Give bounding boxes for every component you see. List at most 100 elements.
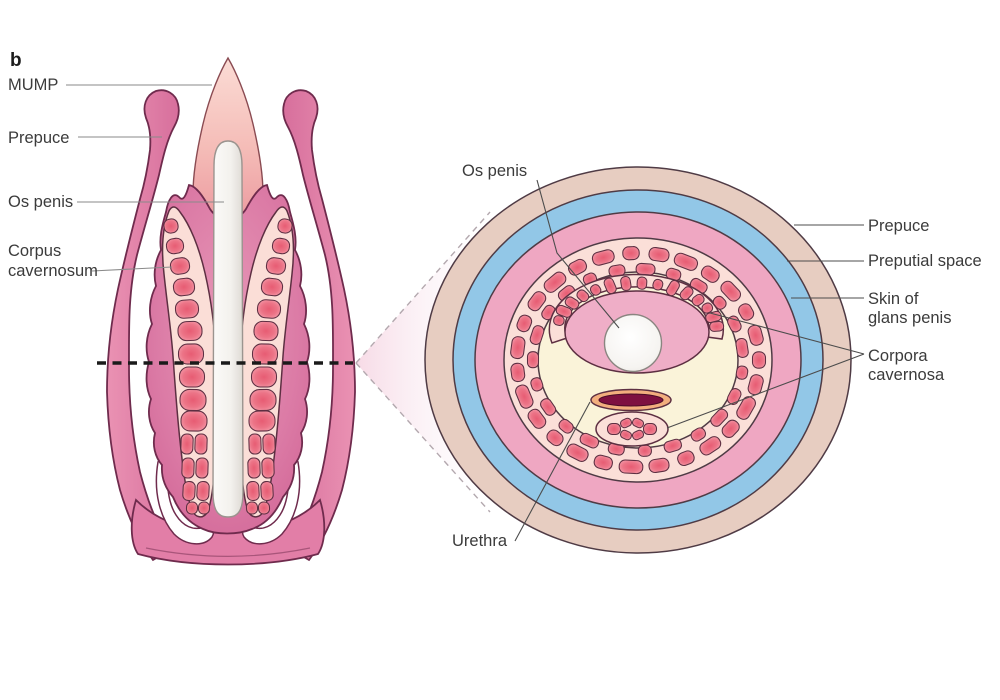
cavernous-tissue-blob bbox=[709, 320, 725, 332]
cavernous-tissue-blob bbox=[591, 249, 615, 266]
cavernous-tissue-blob bbox=[197, 501, 211, 515]
cavernous-tissue-blob bbox=[510, 362, 526, 383]
corpora-crescent-tissue bbox=[553, 275, 725, 332]
label-os-penis-cross: Os penis bbox=[462, 162, 527, 180]
cavernous-tissue-blob bbox=[618, 459, 644, 475]
cavernous-tissue-blob bbox=[631, 429, 645, 441]
label-corpora-cavernosa-2: cavernosa bbox=[868, 366, 945, 384]
cavernous-tissue-blob bbox=[248, 433, 262, 455]
cavernous-tissue-blob bbox=[248, 410, 276, 432]
magnifier-edge-top bbox=[355, 211, 491, 364]
label-corpora-cavernosa-1: Corpora bbox=[868, 347, 928, 365]
cavernous-tissue-blob bbox=[635, 262, 656, 276]
cavernous-tissue-blob bbox=[247, 457, 261, 479]
cavernous-tissue-blob bbox=[631, 417, 645, 429]
cross-section-figure bbox=[424, 166, 852, 554]
cavernous-tissue-blob bbox=[636, 276, 648, 290]
cavernous-tissue-blob bbox=[250, 366, 278, 388]
cavernous-tissue-blob bbox=[603, 277, 617, 295]
cavernous-tissue-blob bbox=[665, 280, 680, 297]
leader-lines bbox=[66, 84, 865, 542]
cavernous-tissue-blob bbox=[690, 427, 707, 442]
cavernous-tissue-blob bbox=[516, 314, 533, 333]
cavernous-tissue-blob bbox=[177, 320, 203, 342]
cavernous-tissue-blob bbox=[174, 299, 200, 319]
cavernous-tissue-blob bbox=[257, 501, 271, 515]
cavernous-tissue-blob bbox=[606, 422, 622, 436]
cavernous-tissue-blob bbox=[699, 436, 722, 456]
cavernous-tissue-blob bbox=[700, 265, 720, 283]
cavernous-tissue-blob bbox=[527, 291, 547, 312]
cavernous-tissue-blob bbox=[515, 384, 534, 409]
cavernous-tissue-blob bbox=[648, 246, 670, 263]
cavernous-tissue-blob bbox=[543, 271, 567, 293]
label-prepuce-left: Prepuce bbox=[8, 129, 69, 147]
cavernous-tissue-blob bbox=[196, 480, 210, 502]
cavernous-tissue-blob bbox=[566, 443, 589, 462]
cavernous-tissue-blob bbox=[673, 252, 699, 271]
cavernous-tissue-blob bbox=[720, 280, 742, 302]
cavernous-tissue-blob bbox=[576, 289, 590, 303]
cavernous-tissue-blob bbox=[510, 336, 526, 360]
leader-urethra bbox=[514, 401, 591, 542]
cavernous-tissue-blob bbox=[619, 417, 633, 429]
cavernous-tissue-blob bbox=[735, 365, 749, 380]
cavernous-tissue-blob bbox=[253, 320, 279, 342]
corpus-cavernosum-urethrae bbox=[595, 411, 669, 447]
labels: b MUMP Prepuce Os penis Corpus cavernosu… bbox=[8, 50, 982, 550]
cavernous-tissue-blob bbox=[652, 278, 664, 291]
cavernous-tissue-blob bbox=[163, 218, 179, 234]
cavernous-tissue-blob bbox=[555, 304, 573, 318]
cavernous-tissue-blob bbox=[181, 457, 195, 479]
cavernous-tissue-blob bbox=[747, 374, 764, 396]
cavernous-tissue-blob bbox=[277, 218, 293, 234]
leader-corpus-cavernosum bbox=[91, 266, 173, 272]
cavernous-tissue-blob bbox=[271, 237, 291, 255]
longitudinal-section-figure bbox=[97, 56, 356, 566]
cavernous-tissue-blob bbox=[620, 275, 632, 291]
cavernous-tissue-blob bbox=[251, 343, 279, 365]
cavernous-tissue-blob bbox=[245, 501, 259, 515]
cavernous-tissue-blob bbox=[246, 480, 260, 502]
cavernous-tissue-blob bbox=[262, 433, 276, 455]
cavernous-tissue-blob bbox=[256, 299, 282, 319]
cavernous-tissue-blob bbox=[194, 433, 208, 455]
cavernous-tissue-blob bbox=[177, 343, 205, 365]
leader-os-penis-cross bbox=[536, 179, 620, 329]
cavernous-tissue-blob bbox=[178, 366, 206, 388]
label-skin-of-glans-1: Skin of bbox=[868, 290, 919, 308]
cavernous-tissue-blob bbox=[721, 419, 740, 438]
cavernous-tissue-blob bbox=[593, 454, 613, 471]
cavernous-tissue-blob bbox=[179, 388, 207, 412]
cavernous-tissue-blob bbox=[619, 429, 633, 441]
cavernous-tissue-blob bbox=[663, 438, 683, 453]
leader-corpora-upper bbox=[709, 312, 865, 355]
cavernous-tissue-blob bbox=[738, 303, 755, 321]
cavernous-tissue-blob bbox=[182, 480, 196, 502]
cavernous-tissue-blob bbox=[265, 257, 287, 275]
cavernous-tissue-blob bbox=[546, 429, 564, 447]
cavernous-tissue-blob bbox=[691, 293, 705, 307]
corpora-cavernosa-ring-tissue bbox=[510, 246, 767, 475]
cavernous-tissue-blob bbox=[172, 277, 196, 297]
cavernous-tissue-blob bbox=[589, 284, 602, 296]
cavernous-tissue-blob bbox=[642, 422, 658, 436]
corpus-cavernosum-urethrae-tissue bbox=[606, 417, 658, 441]
cavernous-tissue-blob bbox=[622, 246, 640, 261]
label-prepuce-ring: Prepuce bbox=[868, 217, 929, 235]
cavernous-tissue-blob bbox=[180, 433, 194, 455]
os-penis-cross-section bbox=[603, 313, 663, 373]
cavernous-tissue-blob bbox=[710, 408, 729, 427]
cavernous-tissue-blob bbox=[735, 337, 749, 358]
cavernous-tissue-blob bbox=[249, 388, 277, 412]
cavernous-tissue-blob bbox=[261, 457, 275, 479]
label-corpus-cavernosum-2: cavernosum bbox=[8, 262, 98, 280]
cavernous-tissue-blob bbox=[648, 457, 670, 474]
cavernous-tissue-blob bbox=[751, 351, 767, 369]
cavernous-tissue-blob bbox=[637, 444, 652, 457]
label-os-penis-left: Os penis bbox=[8, 193, 73, 211]
label-skin-of-glans-2: glans penis bbox=[868, 309, 951, 327]
corpus-cavernosum-tissue bbox=[163, 218, 293, 515]
cavernous-tissue-blob bbox=[677, 450, 695, 467]
